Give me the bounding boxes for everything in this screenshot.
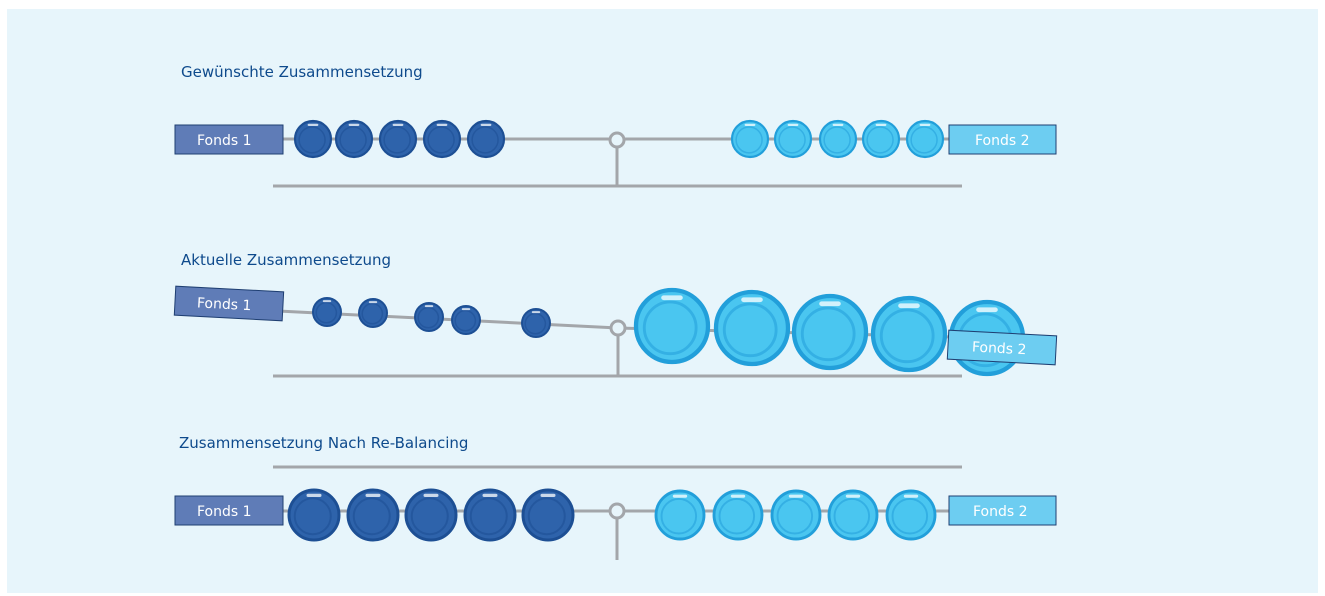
pivot-icon — [609, 319, 627, 337]
fund2-ball — [770, 489, 822, 541]
fund2-ball — [791, 293, 869, 371]
fund1-ball — [378, 119, 418, 159]
rebalancing-diagram: Gewünschte Zusammensetzung Fonds 1 Fonds… — [173, 63, 1058, 560]
fund1-label: Fonds 1 — [197, 295, 252, 314]
fund2-ball — [773, 119, 813, 159]
fund2-label-box: Fonds 2 — [946, 329, 1058, 366]
fund2-ball — [861, 119, 901, 159]
fund1-ball — [293, 119, 333, 159]
fund2-ball — [905, 119, 945, 159]
panel-title-desired: Gewünschte Zusammensetzung — [181, 63, 423, 81]
pivot-icon — [608, 131, 626, 149]
fund1-label: Fonds 1 — [197, 133, 252, 149]
panel-title-current: Aktuelle Zusammensetzung — [181, 251, 391, 269]
fund2-label-box: Fonds 2 — [948, 124, 1057, 155]
fund1-ball — [404, 488, 458, 542]
fund1-ball — [358, 298, 388, 328]
fund1-ball — [414, 302, 444, 332]
fund2-ball — [633, 287, 711, 365]
fund1-label-box: Fonds 1 — [173, 285, 285, 322]
fund1-ball — [334, 119, 374, 159]
fund2-ball — [712, 489, 764, 541]
fund1-ball — [346, 488, 400, 542]
fund1-ball — [312, 297, 342, 327]
fund1-ball — [463, 488, 517, 542]
fund2-ball — [730, 119, 770, 159]
pivot-icon — [608, 502, 626, 520]
fund1-ball — [287, 488, 341, 542]
fund2-label: Fonds 2 — [975, 133, 1030, 149]
fund1-balls — [293, 119, 506, 159]
fund2-ball — [885, 489, 937, 541]
fund2-label: Fonds 2 — [972, 339, 1027, 358]
fund1-label-box: Fonds 1 — [174, 124, 284, 155]
fund2-label: Fonds 2 — [973, 504, 1028, 520]
fund2-label-box: Fonds 2 — [948, 495, 1057, 526]
fund2-ball — [654, 489, 706, 541]
panel-current: Aktuelle Zusammensetzung Fonds 1 Fonds 2 — [173, 251, 1058, 378]
fund1-balls — [287, 488, 575, 542]
fund1-ball — [521, 308, 551, 338]
fund2-ball — [827, 489, 879, 541]
fund2-ball — [818, 119, 858, 159]
fund1-ball — [466, 119, 506, 159]
diagram-background: Gewünschte Zusammensetzung Fonds 1 Fonds… — [7, 9, 1318, 593]
fund1-label-box: Fonds 1 — [174, 495, 284, 526]
panel-desired: Gewünschte Zusammensetzung Fonds 1 Fonds… — [174, 63, 1057, 188]
fund2-ball — [870, 295, 948, 373]
fund2-balls — [730, 119, 945, 159]
fund1-ball — [521, 488, 575, 542]
fund2-ball — [713, 289, 791, 367]
fund2-balls — [654, 489, 937, 541]
fund1-label: Fonds 1 — [197, 504, 252, 520]
fund1-ball — [422, 119, 462, 159]
panel-title-after-rebalancing: Zusammensetzung Nach Re-Balancing — [179, 434, 468, 452]
fund1-ball — [451, 305, 481, 335]
panel-after-rebalancing: Zusammensetzung Nach Re-Balancing Fonds … — [174, 434, 1057, 560]
fund1-balls — [312, 297, 551, 338]
